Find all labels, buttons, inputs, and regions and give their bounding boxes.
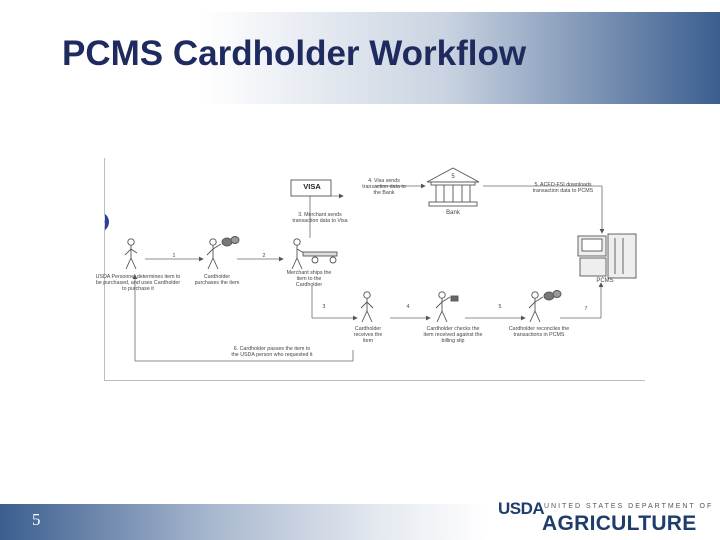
note-cardholder-reconciles: Cardholder reconciles the transactions i…	[508, 326, 570, 338]
person-reconcile-figure	[528, 290, 562, 323]
step-number: 2	[262, 253, 266, 259]
step-number: 4	[406, 304, 410, 310]
usda-logo: USDA	[498, 499, 545, 518]
department-name: UNITED STATES DEPARTMENT OF	[544, 503, 714, 510]
workflow-diagram-canvas	[89, 167, 637, 362]
page-number: 5	[32, 510, 41, 529]
note-cardholder-receives: Cardholder receives the item	[353, 326, 383, 344]
step-number: 5	[498, 304, 502, 310]
person-cardholder-purchase-figure	[206, 236, 240, 270]
step-number: 7	[584, 306, 588, 312]
note-cardholder-purchases: Cardholder purchases the item	[194, 274, 240, 286]
note-acfo-download: 5. ACFO-FSI downloads transaction data t…	[532, 182, 594, 194]
start-circle	[89, 212, 109, 232]
bank-number: 5	[451, 174, 455, 180]
note-visa-to-bank: 4. Visa sends transaction data to the Ba…	[362, 178, 406, 196]
visa-building	[290, 179, 332, 197]
note-usda-personnel: USDA Personnel determines item to be pur…	[95, 274, 181, 292]
bank-label: Bank	[446, 210, 460, 216]
start-label-line1: Start	[93, 216, 106, 222]
note-merchant-ships: Merchant ships the item to the Cardholde…	[286, 270, 332, 288]
title-band	[0, 12, 720, 104]
agency-name: AGRICULTURE	[542, 512, 697, 535]
pcms-label: PCMS	[596, 278, 614, 284]
note-cardholder-passes: 6. Cardholder passes the item to the USD…	[231, 346, 313, 358]
visa-label: VISA	[303, 182, 321, 191]
note-cardholder-checks: Cardholder checks the item received agai…	[423, 326, 483, 344]
step-number: 1	[172, 253, 176, 259]
person-usda-figure	[124, 238, 138, 270]
bank-building-icon	[426, 167, 480, 207]
pcms-computer-icon	[577, 233, 637, 279]
merchant-figure	[291, 238, 338, 270]
footer-band	[0, 504, 720, 540]
start-label-line2: Here	[93, 222, 105, 228]
slide-title: PCMS Cardholder Workflow	[62, 34, 527, 73]
step-number: 3	[322, 304, 326, 310]
start-here-label: Start Here	[93, 216, 105, 228]
person-receive-figure	[360, 291, 374, 323]
note-merchant-sends: 3. Merchant sends transaction data to Vi…	[292, 212, 348, 224]
workflow-diagram: Start Here VISA 5 Bank PCMS 4. Visa send…	[89, 158, 645, 381]
person-check-figure	[435, 291, 459, 323]
